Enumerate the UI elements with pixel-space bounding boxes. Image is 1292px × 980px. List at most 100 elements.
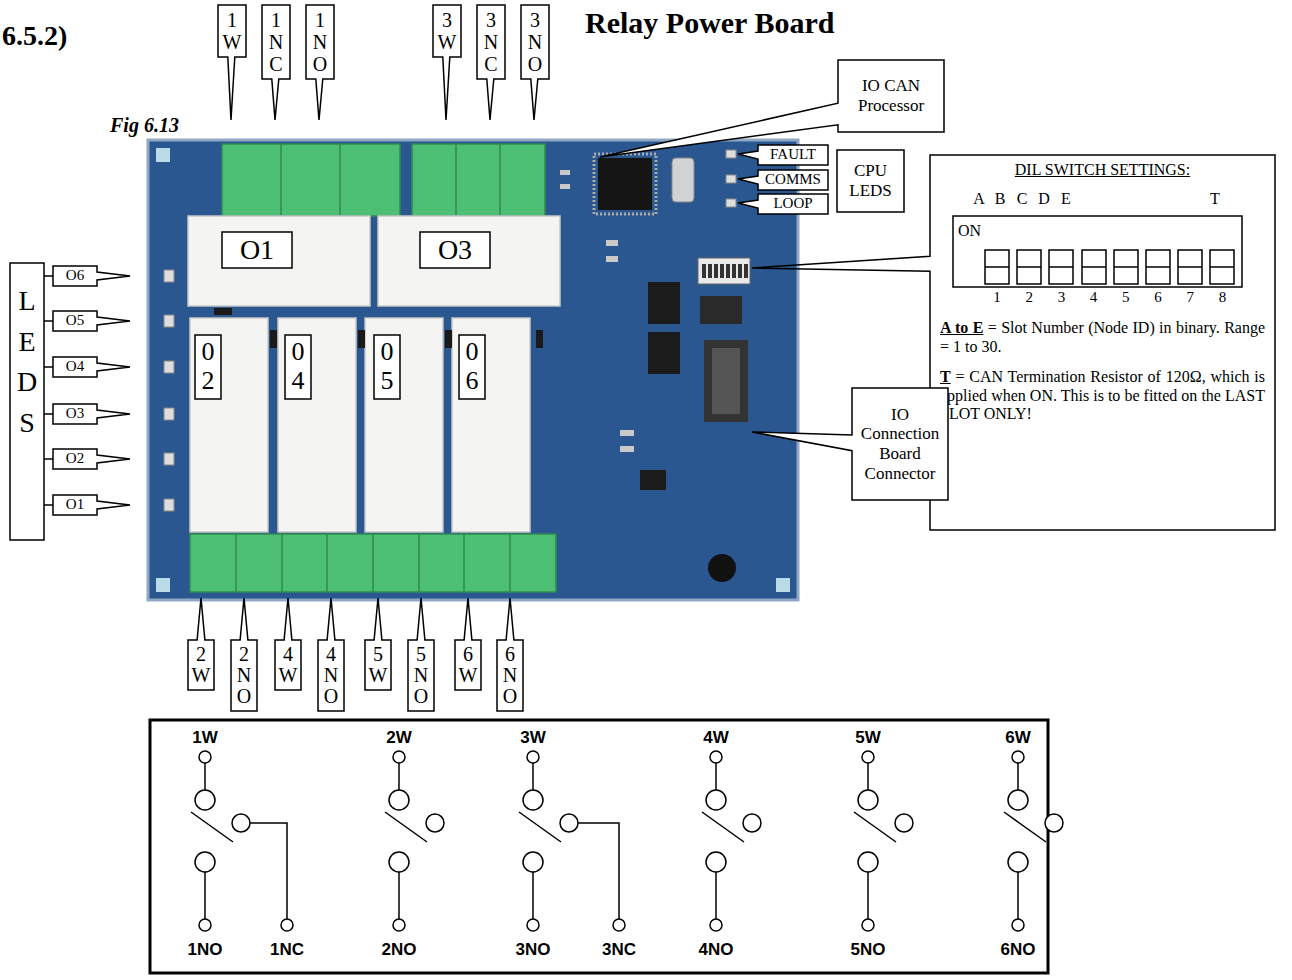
terminal-callout: 1NO [306, 5, 334, 120]
cpu-led-callout-body: COMMS [758, 170, 828, 190]
integrated-circuit [648, 282, 680, 374]
integrated-circuit [648, 332, 680, 374]
pcb-board [776, 578, 790, 592]
diode [358, 330, 365, 348]
switch-letter: T [1210, 190, 1220, 208]
led [164, 315, 174, 327]
switch-number: 6 [1154, 289, 1162, 306]
relay-label-shape [285, 335, 311, 399]
connector-callout: IO Connection Board Connector [752, 388, 948, 500]
connector-line [44, 504, 53, 506]
relay-label-body: 02 [195, 335, 221, 399]
relay-contact-symbol [702, 751, 761, 931]
node-label: O5 [66, 312, 84, 329]
relay-label-shape [459, 335, 485, 399]
led-callout: O1 [53, 495, 130, 515]
terminal-name: 5W [855, 728, 881, 748]
led-callout-shape [53, 449, 130, 469]
switch-letter: E [1061, 190, 1071, 208]
terminal-name: 2W [386, 728, 412, 748]
terminal-callout-shape [318, 598, 344, 711]
section-number: 6.5.2) [2, 20, 67, 52]
relay-label: 06 [459, 335, 485, 399]
node-label: O2 [66, 450, 84, 467]
terminal-block [339, 144, 341, 216]
node-label: 5NO [412, 644, 431, 707]
node-label: O4 [66, 358, 84, 375]
terminal-callout: 1W [218, 5, 246, 120]
led-callout-body: O3 [53, 404, 97, 424]
processor-callout-body: IO CAN Processor [838, 60, 944, 132]
terminal-callout: 6W [455, 598, 481, 690]
dil-switch-drawing [1082, 250, 1106, 284]
led-callout: O5 [53, 311, 130, 331]
terminal-callout-shape [306, 5, 334, 120]
connector-line [44, 275, 53, 277]
board-dil-switch [732, 264, 736, 278]
node-label: CPU LEDS [841, 161, 900, 200]
diode [445, 330, 452, 348]
terminal-name: 5NO [851, 940, 886, 960]
processor-chip [594, 154, 656, 214]
terminal-name: 1NC [270, 940, 304, 960]
node-label: 1NC [267, 9, 286, 75]
terminal-callout-shape [455, 598, 481, 690]
terminal-callout-body: 2W [188, 640, 214, 690]
node-label: 2W [192, 644, 211, 686]
terminal-callout-body: 1NO [306, 5, 334, 79]
led-callout-outline [53, 266, 132, 288]
cpu-leds-box-body: CPU LEDS [837, 150, 904, 212]
led-callout-outline [53, 495, 132, 517]
nc-wire [250, 823, 625, 931]
terminal-callout-body: 5NO [408, 640, 434, 711]
terminal-block [372, 534, 374, 592]
board-dil-switch [714, 264, 718, 278]
header-connector [700, 296, 748, 422]
led [164, 270, 174, 282]
relay [188, 216, 370, 306]
terminal-callout-shape [433, 5, 461, 120]
smd-part [560, 184, 570, 189]
buzzer [708, 554, 736, 582]
terminal-callout-body: 3NO [521, 5, 549, 79]
panel-note: A to E = Slot Number (Node ID) in binary… [940, 319, 1265, 356]
led-callout: O4 [53, 357, 130, 377]
header-connector [704, 340, 748, 422]
terminal-block [326, 534, 328, 592]
terminal-block [281, 534, 283, 592]
led-callout-outline [53, 311, 132, 333]
node-label: IO Connection Board Connector [856, 405, 944, 483]
node-label: O3 [438, 234, 472, 266]
node-label: 05 [375, 338, 400, 395]
schematic-frame [150, 720, 1048, 973]
connector-line [44, 413, 53, 415]
schematic-frame [150, 720, 1048, 973]
page-title: Relay Power Board [585, 6, 834, 41]
terminal-block [222, 144, 400, 216]
led-callout-body: O6 [53, 266, 97, 286]
dil-switch-drawing [1114, 266, 1138, 268]
figure-number: Fig 6.13 [110, 114, 179, 137]
terminal-callout-shape [188, 598, 214, 690]
dil-switch-drawing [953, 216, 1242, 287]
terminal-name: 6NO [1001, 940, 1036, 960]
terminal-callout-body: 1W [218, 5, 246, 57]
terminal-callout-shape [231, 598, 257, 711]
node-label: LEDS [14, 281, 41, 443]
integrated-circuit [648, 282, 680, 324]
relay-label-shape [420, 232, 490, 268]
relay [188, 216, 560, 532]
led [164, 361, 174, 373]
note-term: A to E [940, 319, 983, 336]
terminal-callout-body: 4NO [318, 640, 344, 711]
led-callout: O2 [53, 449, 130, 469]
diode [214, 308, 232, 315]
terminal-block [190, 534, 556, 592]
relay [452, 318, 530, 532]
switch-number: 1 [993, 289, 1001, 306]
dil-switch-drawing [1210, 266, 1234, 268]
terminal-callout: 5NO [408, 598, 434, 711]
dil-settings-panel-outline [752, 155, 1277, 532]
relay-label-body: O1 [222, 232, 292, 268]
terminal-callout: 1NC [262, 5, 290, 120]
